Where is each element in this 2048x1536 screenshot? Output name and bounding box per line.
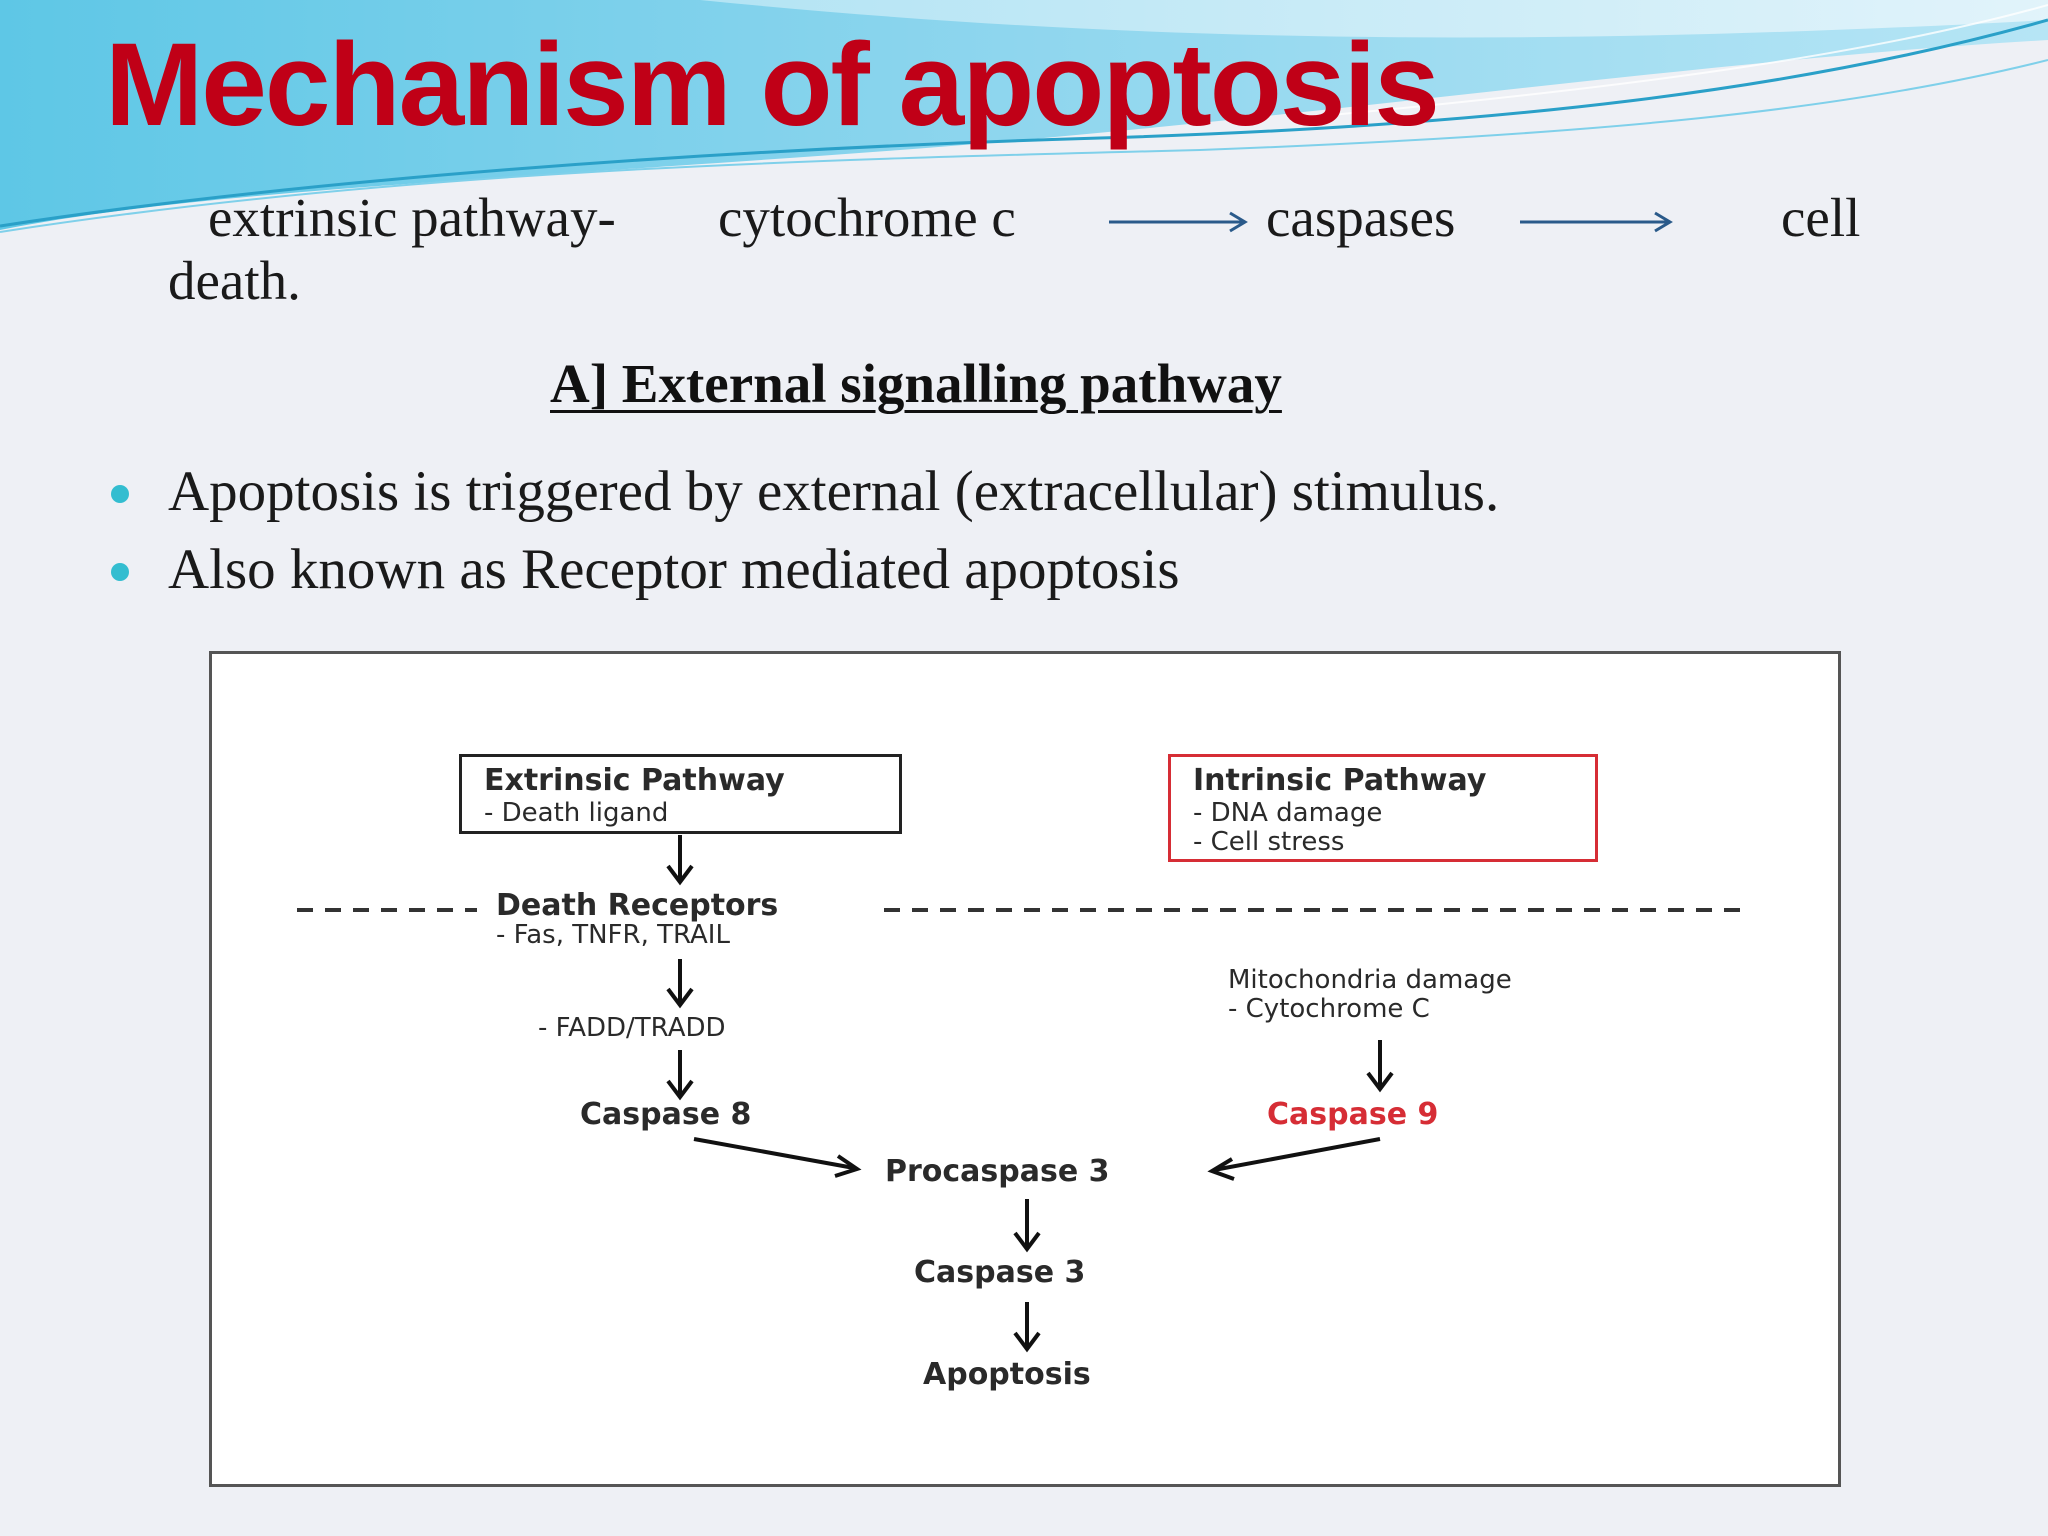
fadd-tradd-label: - FADD/TRADD	[538, 1013, 726, 1043]
arrow-down-icon	[1366, 1040, 1394, 1093]
caspase-9-label: Caspase 9	[1267, 1097, 1439, 1132]
caspase-3-label: Caspase 3	[914, 1255, 1086, 1290]
intro-cell: cell	[1781, 187, 1861, 248]
arrow-down-icon	[1013, 1302, 1041, 1353]
intro-death: death.	[168, 250, 301, 311]
intrinsic-pathway-cell-stress: - Cell stress	[1193, 827, 1345, 857]
intro-extrinsic-pathway: extrinsic pathway-	[208, 187, 616, 248]
intrinsic-pathway-dna-damage: - DNA damage	[1193, 798, 1383, 828]
cytochrome-c-label: - Cytochrome C	[1228, 994, 1430, 1024]
bullet-text: Apoptosis is triggered by external (extr…	[168, 460, 1500, 523]
bullet-icon	[111, 485, 129, 503]
section-heading: A] External signalling pathway	[550, 353, 1282, 414]
death-receptors-examples: - Fas, TNFR, TRAIL	[496, 920, 730, 950]
arrow-icon	[693, 1137, 862, 1178]
apoptosis-pathway-diagram: Extrinsic Pathway - Death ligand Intrins…	[209, 651, 1841, 1487]
caspase-8-label: Caspase 8	[580, 1097, 752, 1132]
bullet-icon	[111, 563, 129, 581]
intrinsic-pathway-title: Intrinsic Pathway	[1193, 763, 1487, 798]
diagram-connectors	[297, 835, 1752, 1353]
extrinsic-pathway-box: Extrinsic Pathway - Death ligand	[459, 754, 902, 834]
extrinsic-pathway-subtitle: - Death ligand	[484, 798, 669, 828]
arrow-down-icon	[666, 959, 694, 1009]
arrow-down-icon	[1013, 1199, 1041, 1253]
bullet-text: Also known as Receptor mediated apoptosi…	[168, 538, 1180, 601]
extrinsic-pathway-title: Extrinsic Pathway	[484, 763, 785, 798]
arrow-icon	[1207, 1137, 1381, 1181]
intro-cytochrome-c: cytochrome c	[718, 187, 1016, 248]
death-receptors-label: Death Receptors	[496, 888, 779, 923]
apoptosis-label: Apoptosis	[923, 1357, 1091, 1392]
arrow-down-icon	[666, 1050, 694, 1101]
intro-caspases: caspases	[1266, 187, 1456, 248]
intrinsic-pathway-box: Intrinsic Pathway - DNA damage - Cell st…	[1168, 754, 1598, 862]
header-wave-background	[0, 0, 2048, 233]
arrow-down-icon	[666, 835, 694, 886]
procaspase-3-label: Procaspase 3	[885, 1154, 1110, 1189]
slide-title: Mechanism of apoptosis	[105, 19, 1440, 151]
mitochondria-damage-label: Mitochondria damage	[1228, 965, 1512, 995]
